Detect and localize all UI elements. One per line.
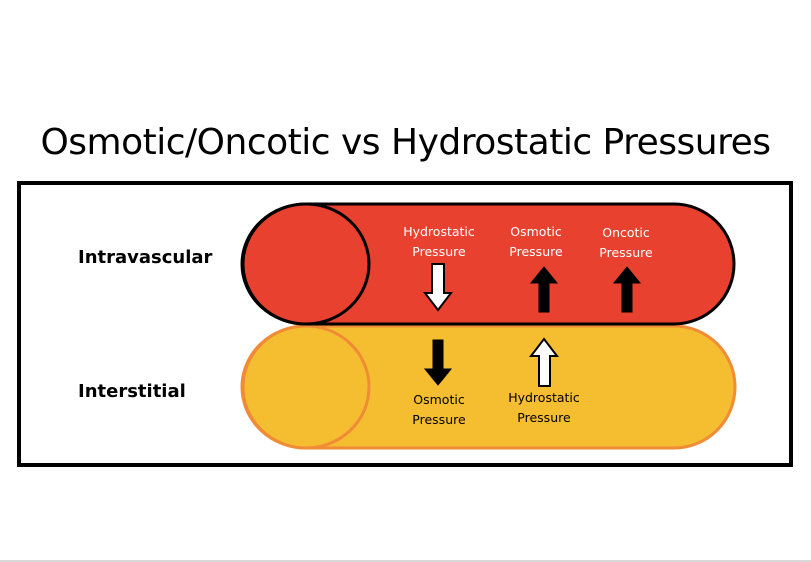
- interstitial-label: Interstitial: [78, 381, 186, 402]
- label-line1: Osmotic: [413, 392, 465, 407]
- intravascular-osmotic-pressure-label: Osmotic Pressure: [481, 222, 591, 262]
- intravascular-cylinder: [240, 202, 736, 326]
- diagram-title: Osmotic/Oncotic vs Hydrostatic Pressures: [40, 122, 771, 163]
- label-line1: Hydrostatic: [508, 390, 580, 405]
- label-line2: Pressure: [412, 412, 466, 427]
- intravascular-hydrostatic-pressure-label: Hydrostatic Pressure: [384, 222, 494, 262]
- label-line2: Pressure: [517, 410, 571, 425]
- intravascular-label: Intravascular: [78, 247, 213, 268]
- interstitial-cylinder: [240, 324, 737, 450]
- label-line1: Hydrostatic: [403, 224, 475, 239]
- label-line1: Osmotic: [510, 224, 562, 239]
- intravascular-hydrostatic-arrow-down-icon: [422, 263, 454, 312]
- interstitial-osmotic-pressure-label: Osmotic Pressure: [384, 390, 494, 430]
- label-line1: Oncotic: [602, 225, 650, 240]
- intravascular-osmotic-arrow-up-icon: [529, 266, 559, 313]
- intravascular-cylinder-cap: [241, 202, 371, 326]
- intravascular-oncotic-pressure-label: Oncotic Pressure: [571, 223, 681, 263]
- interstitial-hydrostatic-arrow-up-icon: [528, 337, 560, 387]
- label-line2: Pressure: [412, 244, 466, 259]
- intravascular-oncotic-arrow-up-icon: [612, 266, 642, 313]
- label-line2: Pressure: [509, 244, 563, 259]
- interstitial-hydrostatic-pressure-label: Hydrostatic Pressure: [489, 388, 599, 428]
- interstitial-osmotic-arrow-down-icon: [423, 339, 453, 386]
- label-line2: Pressure: [599, 245, 653, 260]
- interstitial-cylinder-cap: [241, 324, 371, 450]
- bottom-divider: [0, 560, 811, 562]
